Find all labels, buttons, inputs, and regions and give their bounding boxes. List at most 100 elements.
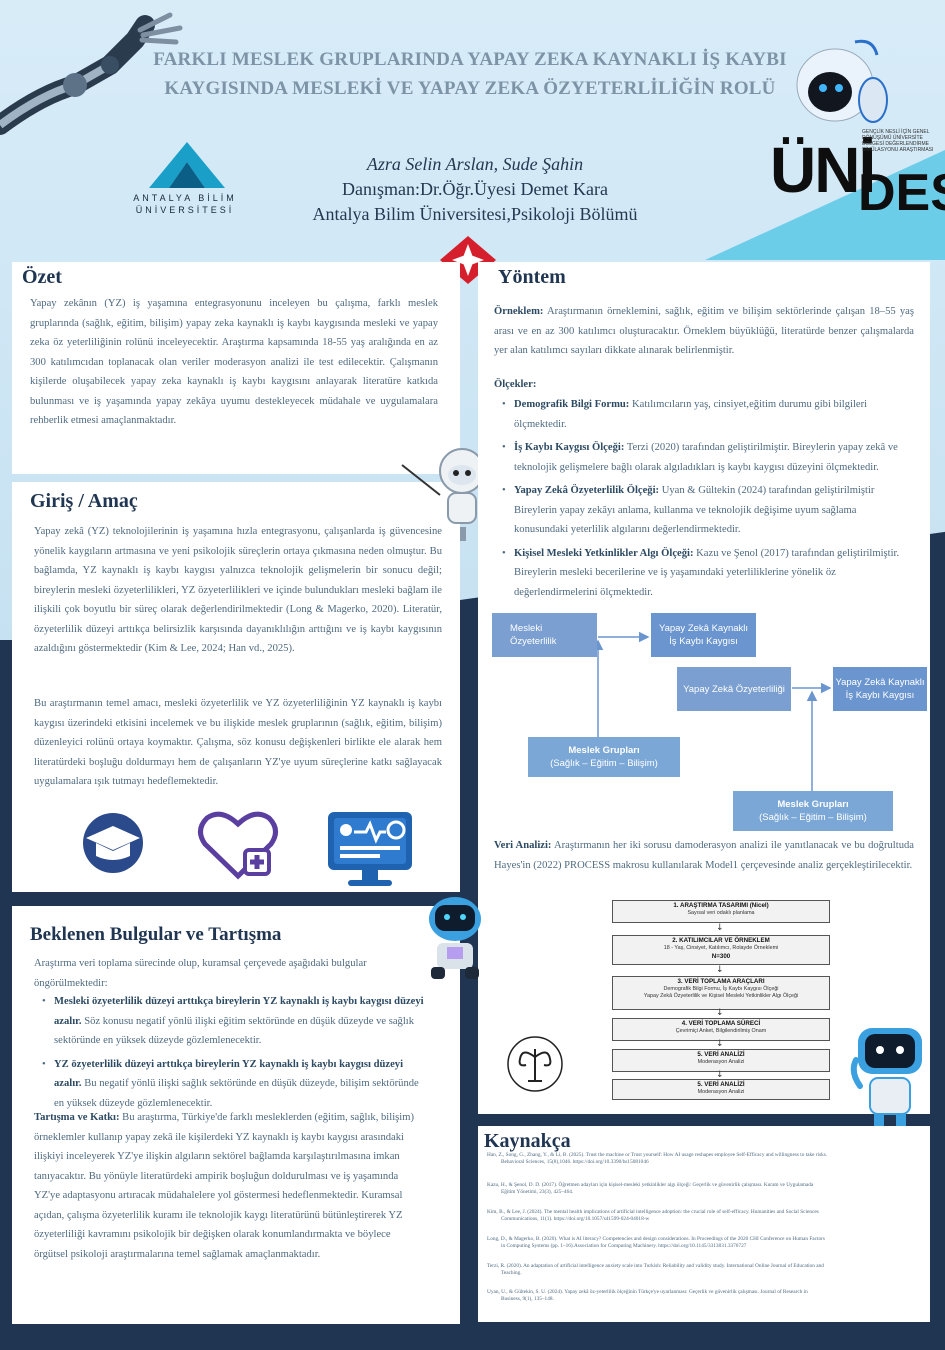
flow-step-title: 3. VERİ TOPLAMA ARAÇLARI <box>677 978 765 985</box>
flow-arrow-icon: ↓ <box>716 1008 724 1018</box>
advisor: Danışman:Dr.Öğr.Üyesi Demet Kara <box>342 179 608 199</box>
model2-predictor: Yapay Zekâ Özyeterliliği <box>677 667 791 711</box>
author-names: Azra Selin Arslan, Sude Şahin <box>366 154 584 174</box>
model1-outcome-line2: İş Kaybı Kaygısı <box>669 636 738 647</box>
veri-analizi: Veri Analizi: Araştırmanın her iki sorus… <box>494 836 914 875</box>
authors-block: Azra Selin Arslan, Sude Şahin Danışman:D… <box>260 152 690 227</box>
ozet-heading: Özet <box>22 266 62 288</box>
reference-item: Terzi, R. (2020). An adaptation of artif… <box>487 1263 917 1277</box>
flow-step-title: 1. ARAŞTIRMA TASARIMI (Nicel) <box>673 902 769 909</box>
olcek-item: Demografik Bilgi Formu: Katılımcıların y… <box>502 395 910 434</box>
model2-predictor-line: Yapay Zekâ Özyeterliliği <box>683 683 785 695</box>
olcek-name: Kişisel Mesleki Yetkinlikler Algı Ölçeği… <box>514 547 694 559</box>
veri-analizi-label: Veri Analizi: <box>494 840 552 851</box>
bulgu-text: Söz konusu negatif yönlü ilişki eğitim s… <box>54 1015 415 1047</box>
flow-arrow-icon: ↓ <box>716 923 724 933</box>
olcekler-heading: Ölçekler: <box>494 375 914 395</box>
uterus-logo-icon <box>507 1036 563 1092</box>
tartisma-text: Bu araştırma, Türkiye'de farklı meslekle… <box>34 1112 414 1260</box>
giris-p2: Bu araştırmanın temel amacı, mesleki özy… <box>34 698 442 787</box>
olcek-item: Yapay Zekâ Özyeterlilik Ölçeği: Uyan & G… <box>502 481 910 540</box>
yontem-heading: Yöntem <box>498 266 566 288</box>
bulgular-list: Mesleki özyeterlilik düzeyi arttıkça bir… <box>34 992 424 1117</box>
flow-arrow-icon: ↓ <box>716 1039 724 1049</box>
flow-step-desc: Sayısal veri odaklı planlama <box>687 910 755 916</box>
flow-step-desc: Demografik Bilgi Formu, İş Kaybı Kaygısı… <box>663 986 779 992</box>
flow-step: 2. KATILIMCILAR VE ÖRNEKLEM 18 - Yaş, Ci… <box>612 935 830 965</box>
veri-analizi-text: Araştırmanın her iki sorusu damoderasyon… <box>494 840 914 871</box>
flow-arrow-icon: ↓ <box>716 1070 724 1080</box>
flow-step-title: 2. KATILIMCILAR VE ÖRNEKLEM <box>672 937 770 944</box>
flow-step: 5. VERİ ANALİZİ Moderasyon Analizi <box>612 1079 830 1100</box>
model1-predictor-line2: Özyeterlilik <box>510 636 557 647</box>
reference-item: Kazu, H., & Şenol, D. D. (2017). Öğretme… <box>487 1182 917 1196</box>
graduation-cap-icon <box>83 813 143 873</box>
heart-plus-icon <box>198 811 278 880</box>
olcek-desc: Uyan & Gültekin (2024) tarafından gelişt… <box>514 485 875 535</box>
reference-line2: Behavioral Sciences, 15(8),1046. https:/… <box>501 1159 649 1165</box>
abu-line1: ANTALYA BİLİM <box>133 193 237 203</box>
antalya-bilim-logo: ANTALYA BİLİM ÜNİVERSİTESİ <box>125 140 245 220</box>
flow-arrow-icon: ↓ <box>716 965 724 975</box>
unides-logo: ÜNİ DES GENÇLİK NESLİ İÇİN GENEL DÖNÜŞÜM… <box>770 125 945 225</box>
ozet-text: Yapay zekânın (YZ) iş yaşamına entegrasy… <box>30 298 438 426</box>
model2-moderator-line1: Meslek Grupları <box>777 799 849 810</box>
reference-line2: Communications, 11(1). https://doi.org/1… <box>501 1216 650 1222</box>
olcek-name: Demografik Bilgi Formu: <box>514 399 630 410</box>
flow-step-n: N=300 <box>711 953 731 960</box>
olcekler-label: Ölçekler: <box>494 379 537 390</box>
ozet-card: Özet Yapay zekânın (YZ) iş yaşamına ente… <box>12 262 460 474</box>
kaynakca-card: Kaynakça <box>478 1126 930 1322</box>
abu-line2: ÜNİVERSİTESİ <box>135 205 235 215</box>
model2-moderator: Meslek Grupları(Sağlık – Eğitim – Bilişi… <box>733 791 893 831</box>
kaynakca-heading: Kaynakça <box>484 1130 571 1152</box>
medical-monitor-icon <box>328 812 412 886</box>
robot-mascot-icon <box>850 1028 922 1128</box>
flow-step-desc: 18 - Yaş, Cinsiyet, Katılımcı, Rolayde Ö… <box>663 945 779 951</box>
yontem-orneklem: Örneklem: Araştırmanın örneklemini, sağl… <box>494 302 914 361</box>
flow-step-title: 5. VERİ ANALİZİ <box>697 1051 745 1058</box>
university-emblem-icon <box>149 142 225 188</box>
affiliation: Antalya Bilim Üniversitesi,Psikoloji Böl… <box>312 204 638 224</box>
reference-line1: Uyan, U., & Gültekin, S. U. (2024). Yapa… <box>487 1289 808 1295</box>
olcek-desc: Kazu ve Şenol (2017) tarafından geliştir… <box>514 547 900 598</box>
model2-outcome: Yapay Zekâ Kaynaklı İş Kaybı Kaygısı <box>833 667 927 711</box>
reference-item: Han, Z., Song, G., Zhang, Y., & Li, B. (… <box>487 1152 917 1166</box>
robot-arm-icon <box>0 12 183 135</box>
robot-head-icon <box>796 39 888 123</box>
model2-outcome-line2: İş Kaybı Kaygısı <box>845 690 915 701</box>
flow-step: 4. VERİ TOPLAMA SÜRECİ Çevrimiçi Anket, … <box>612 1018 830 1041</box>
flow-step: 1. ARAŞTIRMA TASARIMI (Nicel) Sayısal ve… <box>612 900 830 923</box>
olcekler-list: Demografik Bilgi Formu: Katılımcıların y… <box>494 395 910 606</box>
tartisma-label: Tartışma ve Katkı: <box>34 1112 120 1123</box>
bulgu-text: Bu negatif yönlü ilişki sağlık sektöründ… <box>54 1078 419 1109</box>
reference-line2: in Computing Systems (pp. 1–16).Associat… <box>501 1243 747 1249</box>
model1-moderator-line1: Meslek Grupları <box>568 745 640 756</box>
reference-line1: Kim, B., & Lee, J. (2024). The mental he… <box>487 1209 819 1215</box>
model1-outcome-line1: Yapay Zekâ Kaynaklı <box>658 623 749 634</box>
bulgu-item: Mesleki özyeterlilik düzeyi arttıkça bir… <box>42 992 424 1051</box>
reference-line2: Eğitim Yönetimi, 23(3), 425–464. <box>501 1189 574 1195</box>
model1-outcome: Yapay Zekâ Kaynaklı İş Kaybı Kaygısı <box>651 613 756 657</box>
reference-line2: Business, 9(1), 135–148. <box>501 1296 554 1302</box>
unides-uni: ÜNİ <box>770 134 876 206</box>
olcek-desc: Katılımcıların yaş, cinsiyet,eğitim duru… <box>514 399 868 430</box>
olcek-name: Yapay Zekâ Özyeterlilik Ölçeği: <box>514 485 660 496</box>
tartisma-katki: Tartışma ve Katkı: Bu araştırma, Türkiye… <box>34 1108 424 1264</box>
model1-predictor-line1: Mesleki <box>510 623 543 634</box>
model2-outcome-line1: Yapay Zekâ Kaynaklı <box>835 677 925 688</box>
flow-step-desc: Moderasyon Analizi <box>697 1089 745 1095</box>
model1-moderator-line2: (Sağlık – Eğitim – Bilişim) <box>550 758 658 769</box>
reference-item: Uyan, U., & Gültekin, S. U. (2024). Yapa… <box>487 1289 917 1303</box>
flow-step-desc: Moderasyon Analizi <box>697 1059 745 1065</box>
robot-teacher-icon <box>401 448 485 541</box>
bulgu-item: YZ özyeterlilik düzeyi arttıkça bireyler… <box>42 1055 424 1114</box>
background-accent <box>705 150 945 260</box>
flow-step-title: 4. VERİ TOPLAMA SÜRECİ <box>681 1020 761 1027</box>
giris-heading: Giriş / Amaç <box>30 490 138 512</box>
reference-line1: Han, Z., Song, G., Zhang, Y., & Li, B. (… <box>487 1152 828 1158</box>
olcek-name: İş Kaybı Kaygısı Ölçeği: <box>514 442 625 453</box>
flow-step-desc: Çevrimiçi Anket, Bilgilendirilmiş Onam <box>675 1028 767 1034</box>
